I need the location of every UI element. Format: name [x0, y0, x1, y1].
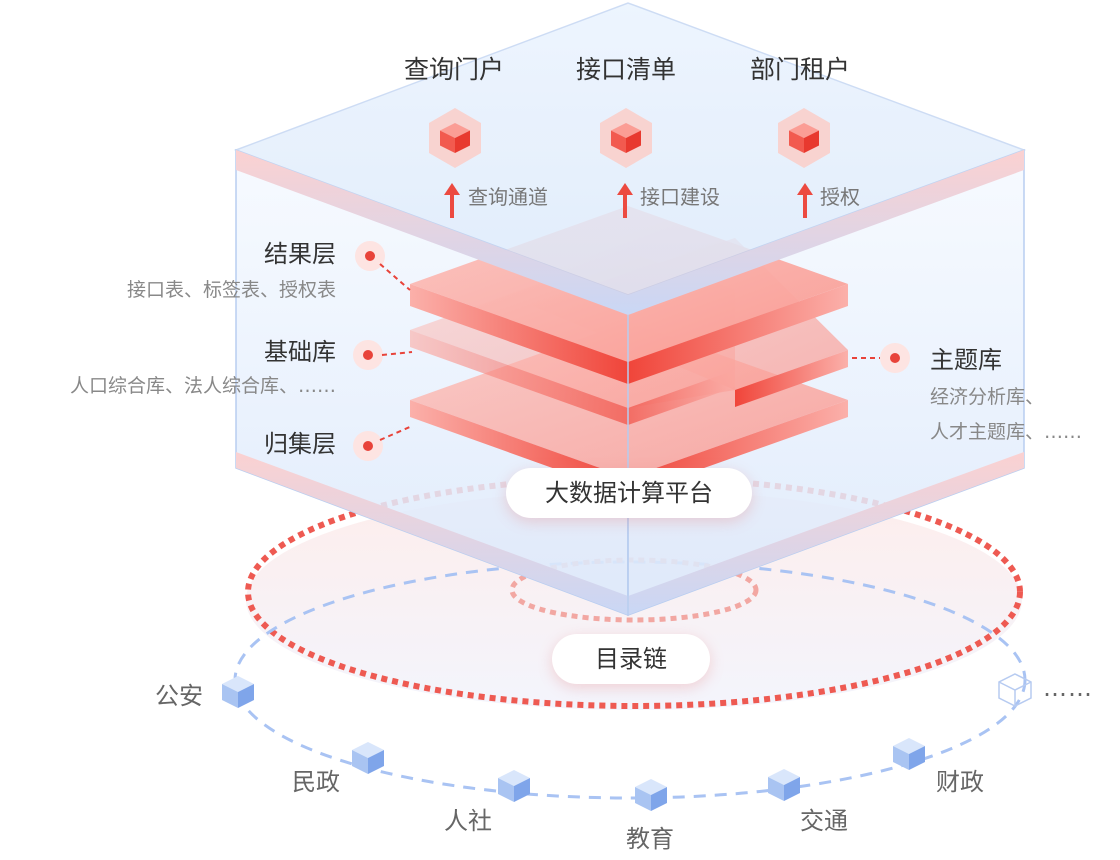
- theme-layer-desc-line2: 人才主题库、……: [930, 421, 1083, 443]
- civil-affairs-node-cube-icon: [352, 742, 384, 774]
- dept-tenant-cube-icon: [778, 108, 830, 168]
- node-label-more: ……: [1043, 674, 1093, 702]
- collect-layer-pointer: [353, 425, 413, 461]
- result-layer-desc: 接口表、标签表、授权表: [126, 279, 336, 301]
- directory-chain-label: 目录链: [552, 634, 710, 684]
- action-interface-build: 接口建设: [640, 185, 720, 209]
- theme-layer-name: 主题库: [930, 346, 1002, 374]
- police-node-cube-icon: [222, 676, 254, 708]
- node-label-social-security: 人社: [444, 807, 492, 835]
- more-node-cube-icon: [998, 673, 1032, 707]
- inner-platform-ring: [509, 557, 759, 623]
- interface-list-cube-icon: [600, 108, 652, 168]
- node-label-civil-affairs: 民政: [292, 768, 340, 796]
- action-authorize: 授权: [820, 185, 860, 209]
- education-node-cube-icon: [635, 779, 667, 811]
- base-layer-desc: 人口综合库、法人综合库、……: [69, 375, 336, 397]
- top-title-query-portal: 查询门户: [404, 55, 505, 84]
- node-label-education: 教育: [626, 825, 674, 853]
- platform-label: 大数据计算平台: [506, 468, 752, 518]
- result-layer-name: 结果层: [264, 240, 336, 268]
- base-layer-name: 基础库: [264, 338, 336, 366]
- result-layer-pointer: [355, 241, 411, 291]
- node-label-police: 公安: [155, 682, 203, 710]
- box-bottom-edge-right: [628, 452, 1024, 615]
- interface-build-arrow-icon: [617, 183, 633, 218]
- box-bottom-edge-left: [236, 452, 628, 615]
- theme-layer-desc-line1: 经济分析库、: [930, 386, 1045, 408]
- box-top-edge-left: [236, 150, 628, 315]
- node-label-finance: 财政: [936, 768, 984, 796]
- theme-layer-pointer: [852, 343, 910, 373]
- finance-node-cube-icon: [893, 738, 925, 770]
- authorize-arrow-icon: [797, 183, 813, 218]
- top-title-interface-list: 接口清单: [576, 55, 677, 84]
- node-label-transport: 交通: [800, 807, 848, 835]
- box-top-edge-right: [628, 150, 1024, 315]
- base-layer-pointer: [353, 340, 413, 370]
- query-channel-arrow-icon: [444, 183, 460, 218]
- social-security-node-cube-icon: [498, 770, 530, 802]
- action-query-channel: 查询通道: [468, 185, 548, 209]
- collect-layer-name: 归集层: [264, 430, 336, 458]
- transport-node-cube-icon: [768, 769, 800, 801]
- query-portal-cube-icon: [429, 108, 481, 168]
- top-title-dept-tenant: 部门租户: [750, 55, 851, 84]
